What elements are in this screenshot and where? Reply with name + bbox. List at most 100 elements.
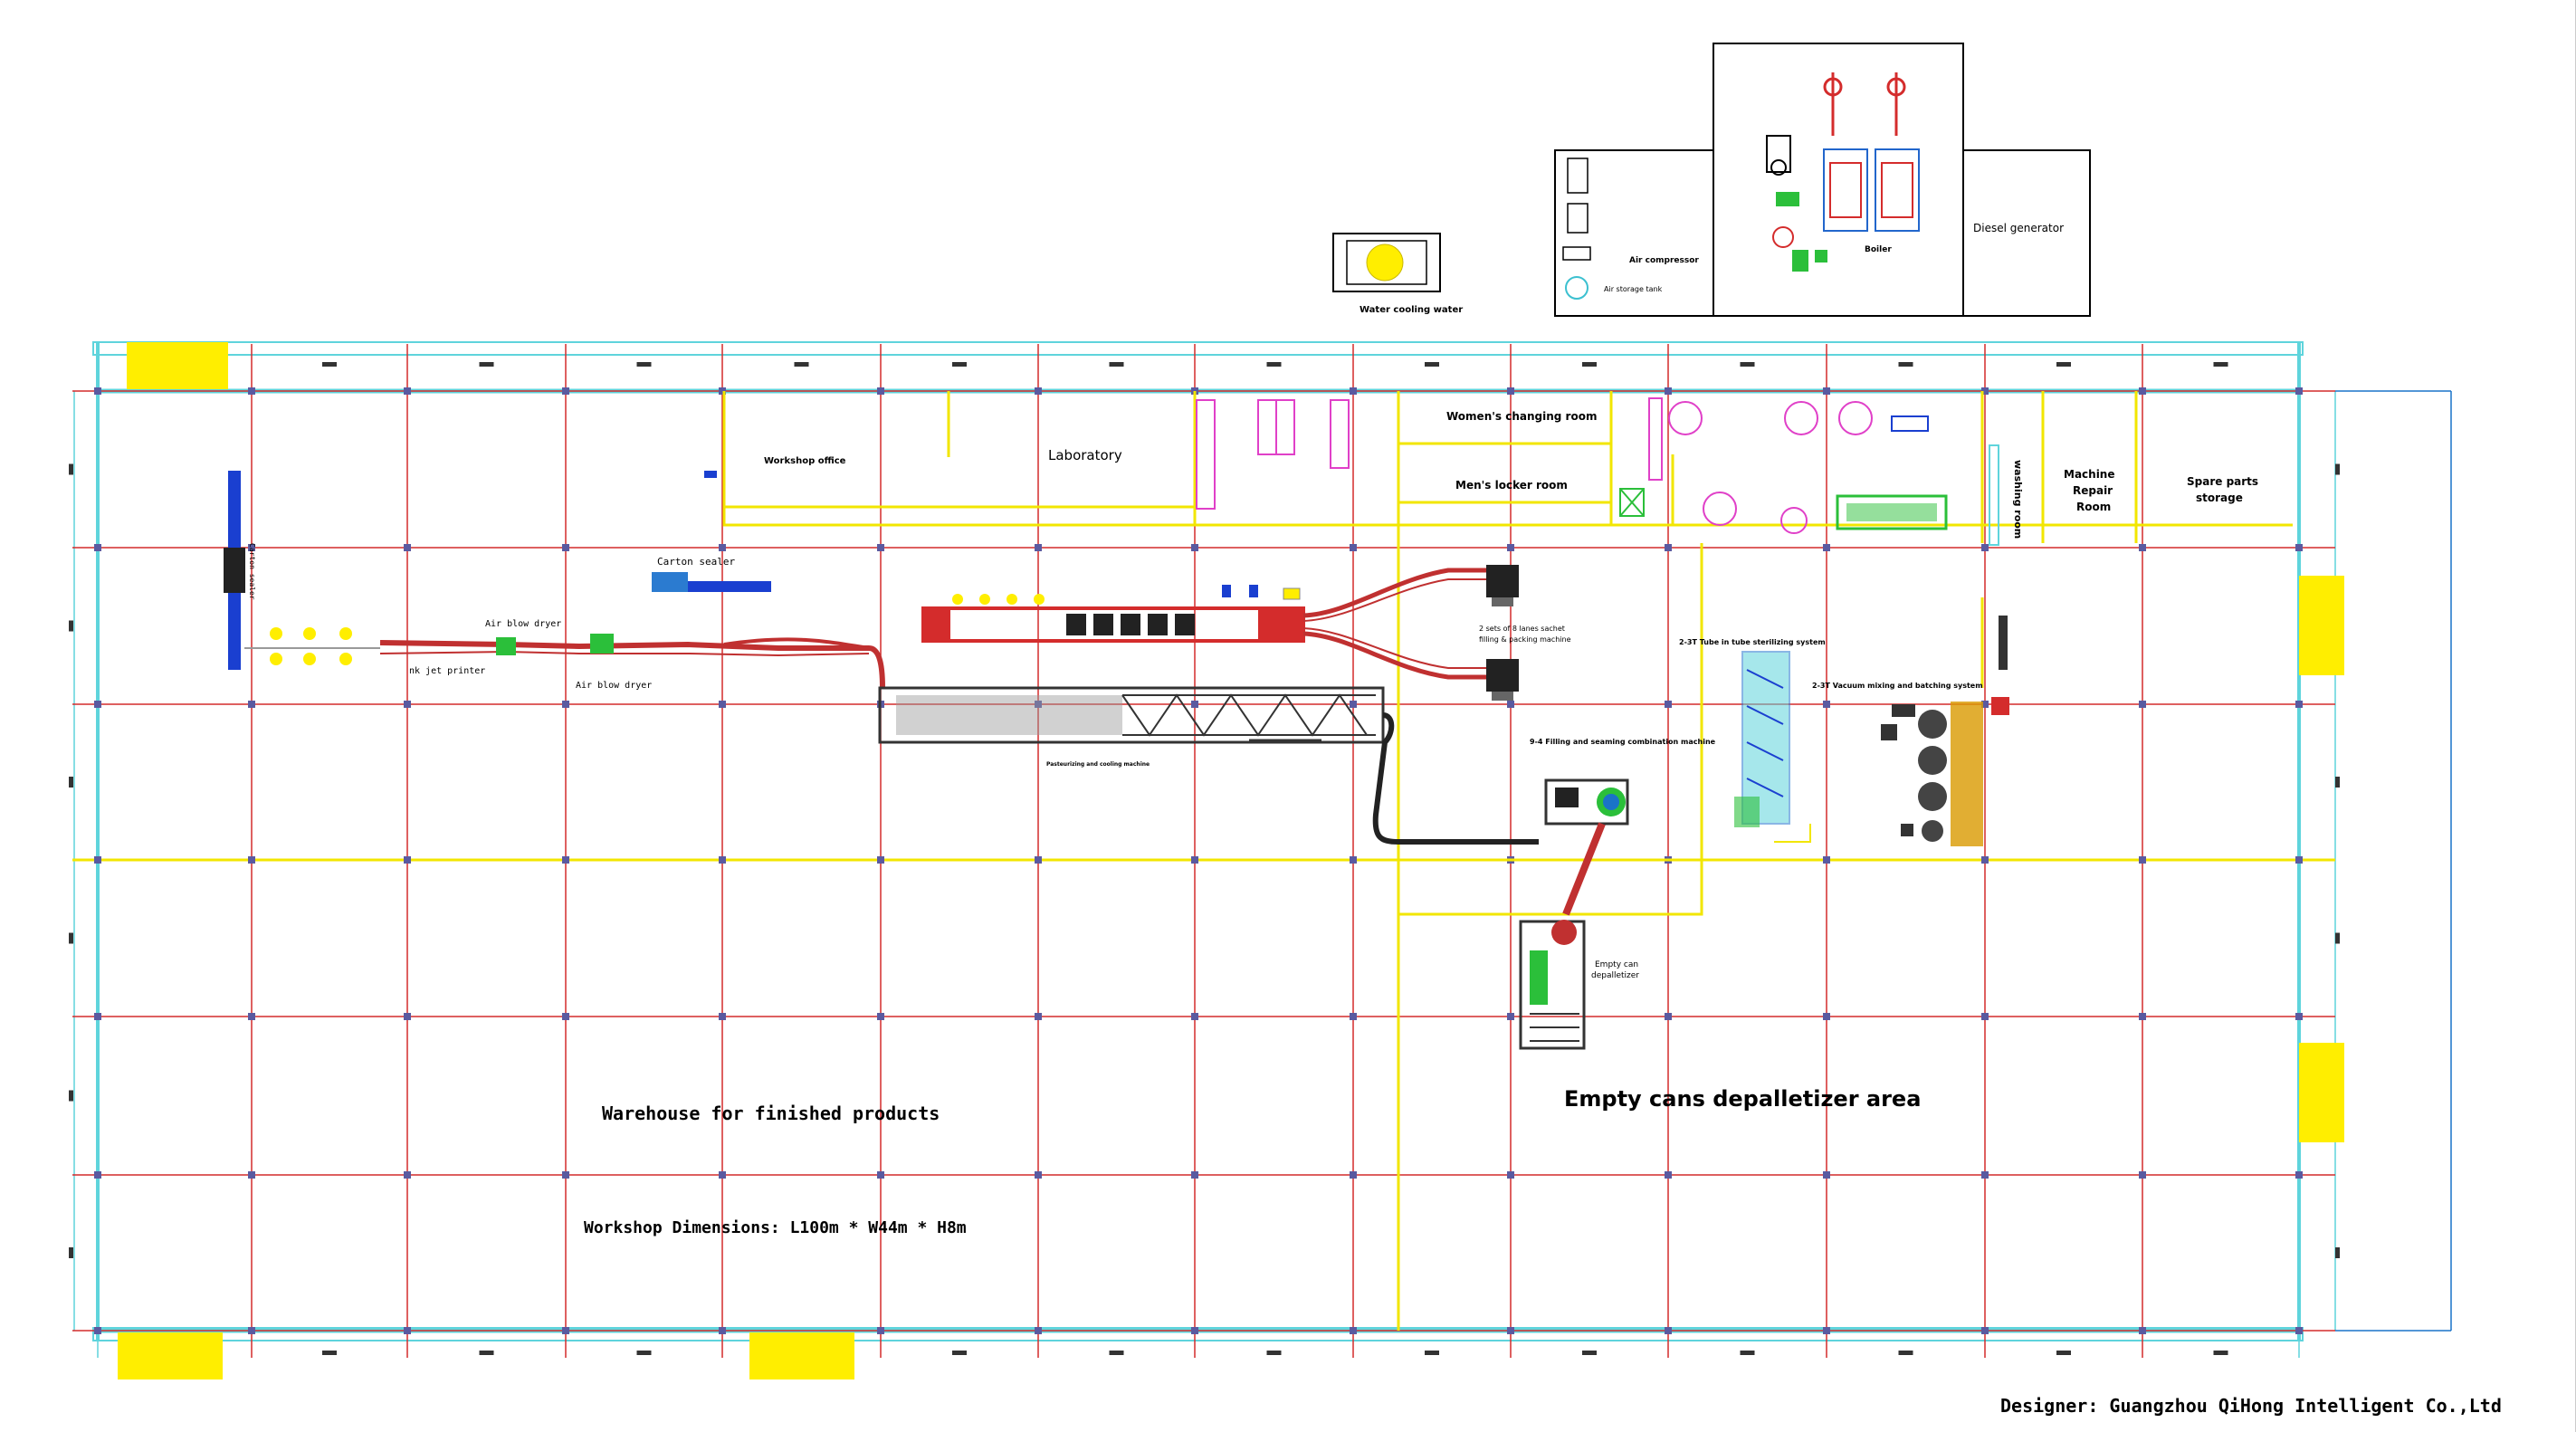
dimension-tick [2335,777,2340,788]
dimension-tick [2213,362,2228,367]
machine-repair-label: Machine [2064,468,2115,481]
column-marker [877,1171,884,1179]
dimension-tick [2335,463,2340,475]
column-marker [562,1171,569,1179]
column-marker [94,1013,101,1020]
vertical-sealer-label: Carton sealer [248,543,256,600]
air-storage-tank-label: Air storage tank [1604,285,1663,293]
dimension-tick [2213,1351,2228,1355]
column-marker [1035,1171,1042,1179]
dimension-tick [2056,1351,2071,1355]
empty-can-depalletizer [1519,920,1586,1050]
column-marker [1665,701,1672,708]
column-marker [1350,1327,1357,1334]
column-marker [562,1013,569,1020]
dimension-tick [1740,1351,1755,1355]
column-marker [2295,856,2303,864]
dimension-tick [69,463,73,475]
air-blow-dryer-label-1: Air blow dryer [485,619,561,629]
column-marker [2139,856,2146,864]
column-marker [1665,544,1672,551]
column-marker [1350,1013,1357,1020]
dimension-tick [69,620,73,632]
dimension-tick [2056,362,2071,367]
womens-changing-room-label: Women's changing room [1446,410,1597,423]
column-marker [404,856,411,864]
column-marker [1035,1013,1042,1020]
compressor-unit [1567,203,1589,234]
column-marker [877,1013,884,1020]
depalletizer-label-1: Empty can [1595,960,1638,969]
boiler-2 [1875,148,1920,232]
filling-seaming-machine [1544,778,1629,826]
column-marker [1191,1171,1198,1179]
dimension-tick [479,1351,494,1355]
column-marker [1035,701,1042,708]
spare-parts-label-2: storage [2196,492,2243,504]
designer-credit: Designer: Guangzhou QiHong Intelligent C… [2000,1395,2502,1417]
sachet-machine-label-1: 2 sets of 8 lanes sachet [1479,625,1565,633]
column-marker [2139,701,2146,708]
column-marker [248,856,255,864]
column-marker [1507,387,1514,395]
interior-rooms [722,391,2293,1331]
column-marker [94,1327,101,1334]
column-marker [1823,1171,1830,1179]
column-marker [1507,1171,1514,1179]
column-marker [2139,1327,2146,1334]
column-marker [404,1171,411,1179]
column-marker [2139,1013,2146,1020]
mixing-platform [1951,702,1983,846]
column-marker [719,1013,726,1020]
column-marker [1823,701,1830,708]
column-marker [1981,544,1989,551]
dimension-tick [322,1351,337,1355]
column-marker [2139,1171,2146,1179]
column-marker [1507,701,1514,708]
boiler-1 [1823,148,1868,232]
air-storage-tank-icon [1565,276,1589,300]
column-marker [404,1013,411,1020]
column-marker [719,856,726,864]
carton-sealer [688,581,771,592]
dimension-tick [1425,1351,1439,1355]
column-marker [719,1327,726,1334]
column-marker [2295,1327,2303,1334]
machine-repair-label-3: Room [2076,501,2111,513]
column-marker [404,1327,411,1334]
sachet-machine-2 [1486,659,1519,692]
column-marker [1035,856,1042,864]
laboratory-label: Laboratory [1048,447,1122,463]
mens-locker-room-label: Men's locker room [1455,479,1568,492]
dimension-tick [1582,362,1597,367]
dimension-tick [1898,362,1913,367]
tube-sterilizing-label: 2-3T Tube in tube sterilizing system [1679,638,1826,646]
water-cooling-unit: Water cooling water [1332,233,1463,315]
column-marker [2295,387,2303,395]
column-marker [2139,387,2146,395]
depalletizer-area-label: Empty cans depalletizer area [1564,1086,1921,1112]
cip-system [1836,494,1948,530]
column-marker [877,544,884,551]
column-marker [1823,856,1830,864]
column-marker [1507,1327,1514,1334]
column-marker [248,544,255,551]
column-marker [1191,1013,1198,1020]
dimension-tick [952,362,967,367]
ink-jet-printer [496,637,516,655]
dimension-tick [1582,1351,1597,1355]
water-cooling-label: Water cooling water [1360,305,1463,315]
column-marker [562,1327,569,1334]
column-marker [404,701,411,708]
column-marker [719,387,726,395]
dimension-tick [69,932,73,944]
column-marker [1350,856,1357,864]
column-marker [719,701,726,708]
column-marker [1191,856,1198,864]
column-marker [94,856,101,864]
air-blow-dryer-2 [590,634,614,654]
boiler-label: Boiler [1865,245,1892,254]
doors [118,342,2344,1379]
dimension-tick [1109,1351,1124,1355]
